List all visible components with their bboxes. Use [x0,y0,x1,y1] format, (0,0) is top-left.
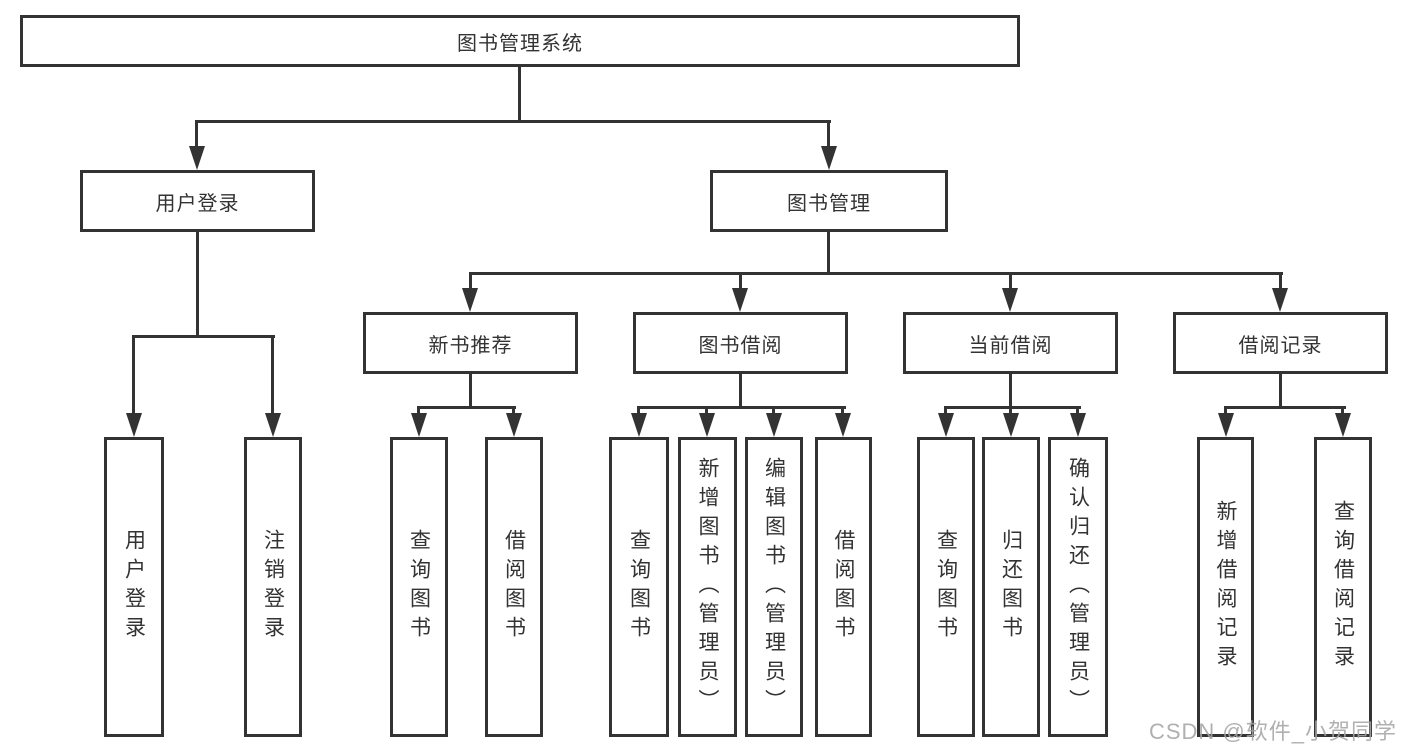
arrowhead-down-icon [189,146,205,170]
arrowhead-down-icon [462,288,478,312]
connector-line [512,406,515,418]
connector-line [1279,272,1282,292]
arrowhead-down-icon [766,413,782,437]
connector-line [827,232,830,275]
leaf-borrow-books-borrow: 借阅图书 [815,437,872,737]
arrowhead-down-icon [1002,288,1018,312]
leaf-query-borrow-record: 查询借阅记录 [1314,437,1372,737]
connector-line [739,374,742,409]
leaf-query-books-newrec: 查询图书 [390,437,448,737]
arrowhead-down-icon [411,413,427,437]
node-label: 用户登录 [122,529,146,645]
node-label: 图书管理系统 [457,32,583,55]
arrowhead-down-icon [1335,413,1351,437]
leaf-add-books-admin: 新增图书（管理员） [678,437,737,737]
connector-line [1341,406,1344,418]
node-book-borrowing: 图书借阅 [633,312,848,374]
arrowhead-down-icon [1070,413,1086,437]
connector-line [1009,272,1012,292]
connector-line [195,120,198,152]
arrowhead-down-icon [265,413,281,437]
connector-line [739,272,742,292]
node-label: 查询图书 [627,529,651,645]
node-label: 借阅图书 [502,529,526,645]
arrowhead-down-icon [821,146,837,170]
connector-line [944,406,947,418]
node-new-book-recommendation: 新书推荐 [363,312,578,374]
connector-line [1009,406,1012,418]
node-label: 注销登录 [261,529,285,645]
node-label: 当前借阅 [968,334,1053,357]
connector-line [196,232,199,338]
node-label: 图书管理 [787,192,871,215]
node-label: 归还图书 [999,529,1023,645]
leaf-user-login: 用户登录 [104,437,164,737]
connector-line [1224,406,1346,409]
arrowhead-down-icon [126,413,142,437]
arrowhead-down-icon [732,288,748,312]
leaf-query-books-borrow: 查询图书 [609,437,669,737]
connector-line [469,374,472,409]
connector-line [1279,374,1282,409]
node-label: 用户登录 [155,192,240,215]
connector-line [1224,406,1227,418]
node-label: 新增借阅记录 [1214,500,1237,674]
node-label: 借阅图书 [832,529,855,645]
node-label: 查询图书 [934,529,958,645]
connector-line [1009,374,1012,409]
node-borrowing-records: 借阅记录 [1173,312,1388,374]
connector-line [944,406,1081,409]
connector-line [271,335,274,419]
node-library-management-system: 图书管理系统 [20,15,1020,67]
leaf-edit-books-admin: 编辑图书（管理员） [745,437,803,737]
node-book-management: 图书管理 [710,170,948,232]
arrowhead-down-icon [1218,413,1234,437]
connector-line [469,272,1283,275]
connector-line [827,120,830,152]
connector-line [132,335,275,338]
node-label: 借阅记录 [1238,334,1323,357]
node-label: 查询借阅记录 [1331,500,1355,674]
leaf-logout: 注销登录 [244,437,302,737]
leaf-return-books: 归还图书 [982,437,1040,737]
connector-line [417,406,516,409]
arrowhead-down-icon [1272,288,1288,312]
connector-line [705,406,708,418]
node-label: 新增图书（管理员） [696,456,719,718]
node-label: 查询图书 [407,529,431,645]
node-label: 图书借阅 [698,334,783,357]
leaf-confirm-return-admin: 确认归还（管理员） [1048,437,1108,737]
leaf-query-books-current: 查询图书 [917,437,975,737]
connector-line [841,406,844,418]
connector-line [469,272,472,292]
node-user-login: 用户登录 [80,170,315,232]
connector-line [132,335,135,419]
connector-line [637,406,640,418]
connector-line [518,67,521,123]
connector-line [195,120,831,123]
leaf-add-borrow-record: 新增借阅记录 [1197,437,1254,737]
arrowhead-down-icon [699,413,715,437]
connector-line [637,406,846,409]
arrowhead-down-icon [938,413,954,437]
node-label: 编辑图书（管理员） [762,456,786,718]
node-label: 确认归还（管理员） [1066,456,1090,718]
connector-line [417,406,420,418]
arrowhead-down-icon [835,413,851,437]
connector-line [772,406,775,418]
arrowhead-down-icon [506,413,522,437]
connector-line [1076,406,1079,418]
arrowhead-down-icon [631,413,647,437]
arrowhead-down-icon [1003,413,1019,437]
leaf-borrow-books-newrec: 借阅图书 [485,437,543,737]
node-label: 新书推荐 [428,334,513,357]
node-current-borrowing: 当前借阅 [903,312,1118,374]
